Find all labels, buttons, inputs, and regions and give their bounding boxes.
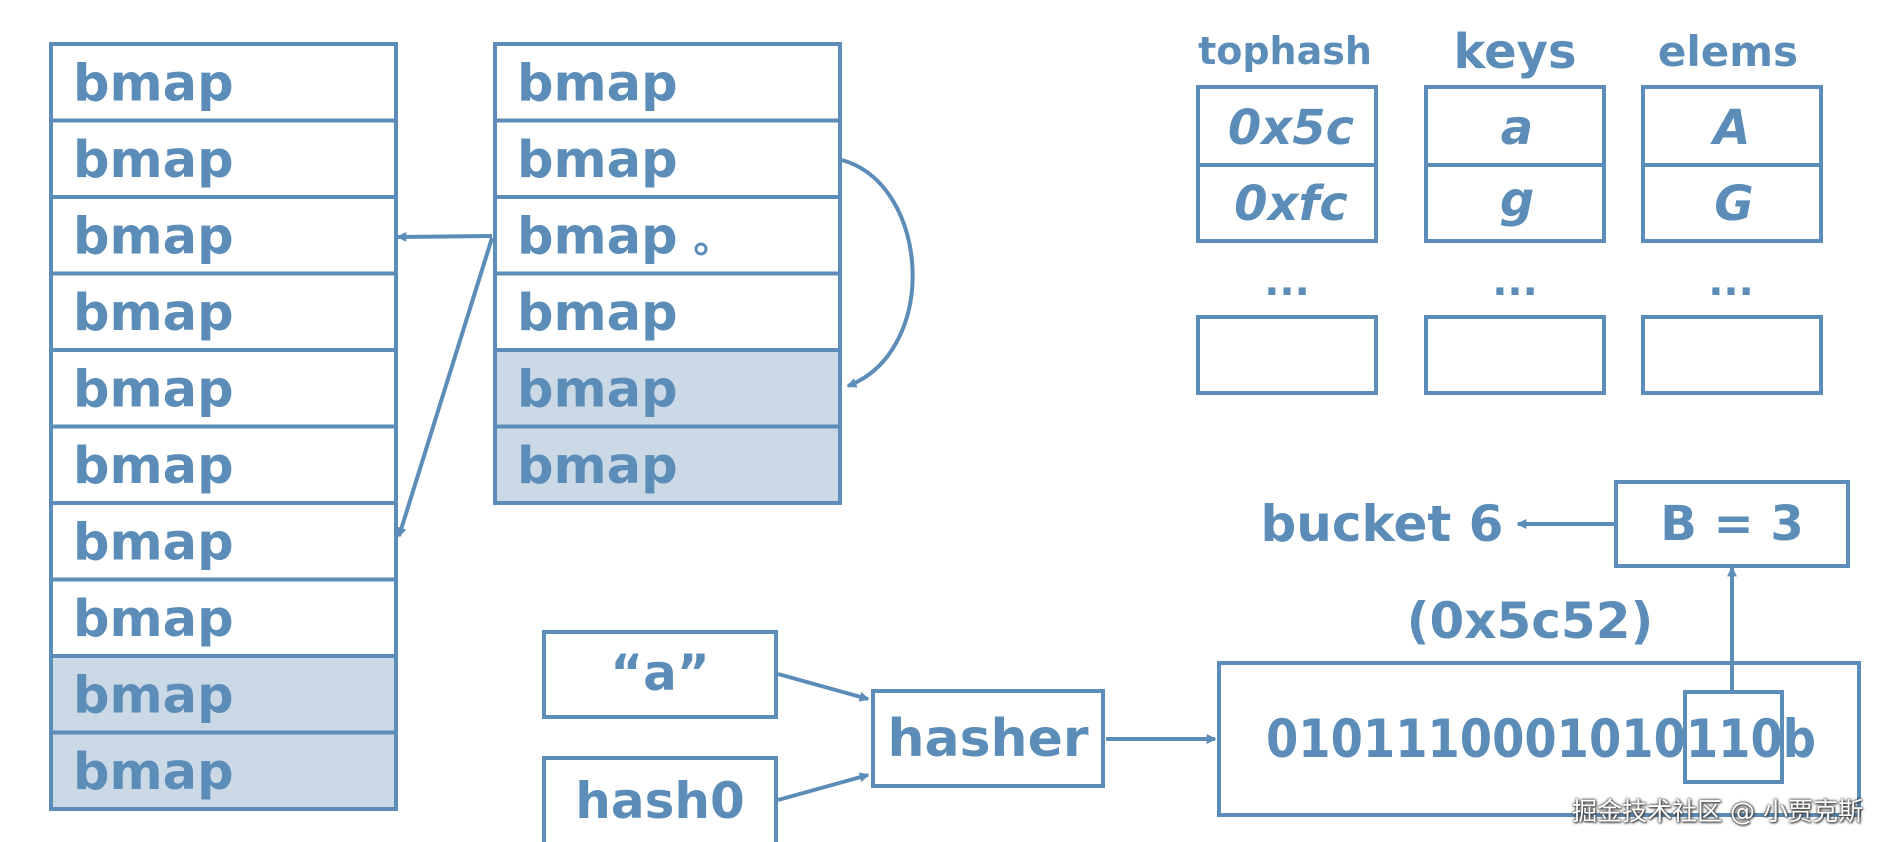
hasher-label: hasher: [888, 709, 1089, 769]
b-value-box: [1614, 480, 1850, 568]
old-bucket-3: [49, 271, 398, 352]
old-bucket-label: bmap: [73, 437, 234, 496]
old-bucket-9: [49, 730, 398, 811]
old-bucket-label: bmap: [73, 743, 234, 802]
arrow-key-to-hasher: [777, 672, 870, 702]
old-bucket-label: bmap: [73, 207, 234, 266]
new-bucket-array: bmap bmap bmap bmap bmap bmap: [493, 42, 842, 505]
elems-ellipsis: ...: [1708, 259, 1754, 305]
tophash-cell: [1196, 85, 1378, 167]
elem-cell: [1641, 85, 1823, 167]
hash-value-box: [1217, 661, 1861, 817]
bucket-result-label: bucket 6: [1261, 495, 1504, 553]
b-value-label: B = 3: [1660, 496, 1804, 552]
new-bucket-label: bmap: [517, 131, 678, 190]
key-cell: [1424, 163, 1606, 243]
elem-value: G: [1714, 176, 1753, 232]
elem-empty-cell: [1641, 315, 1823, 395]
hash-computation: “a” hash0 hasher 0101110001010110b (0x5c…: [542, 480, 1861, 842]
hash-seed-box: [542, 756, 778, 842]
old-bucket-array: bmap bmap bmap bmap bmap bmap bmap bmap bmap bmap: [49, 42, 398, 811]
arrow-to-left-bucket-6: [396, 237, 494, 538]
hash-hex-value: (0x5c52): [1407, 592, 1654, 650]
key-input-box: [542, 630, 778, 719]
arrow-seed-to-hasher: [777, 772, 870, 802]
old-bucket-label: bmap: [73, 590, 234, 649]
old-bucket-5: [49, 424, 398, 505]
key-input-label: “a”: [610, 644, 709, 702]
watermark: 掘金技术社区 @ 小贾克斯: [1572, 797, 1863, 826]
old-bucket-label: bmap: [73, 513, 234, 572]
old-bucket-label: bmap: [73, 360, 234, 419]
key-empty-cell: [1424, 315, 1606, 395]
hash-binary-value: 0101110001010110b: [1266, 709, 1816, 770]
old-bucket-1: [49, 118, 398, 199]
old-bucket-label: bmap: [73, 54, 234, 113]
elem-cell: [1641, 163, 1823, 243]
arrow-to-left-bucket-2: [396, 231, 493, 242]
tophash-cell: [1196, 163, 1378, 243]
table-header-tophash: tophash: [1198, 29, 1372, 73]
new-bucket-label: bmap: [517, 284, 678, 343]
key-value: g: [1500, 172, 1534, 228]
new-bucket-label: bmap: [517, 207, 678, 266]
new-bucket-3: [493, 271, 842, 352]
tophash-value: 0xfc: [1234, 176, 1348, 232]
hasher-box: [871, 689, 1105, 788]
key-value: a: [1501, 100, 1533, 156]
evacuation-arrows: [396, 158, 915, 538]
table-header-elems: elems: [1658, 27, 1798, 76]
old-bucket-0: [49, 42, 398, 123]
new-bucket-label: bmap: [517, 360, 678, 419]
old-bucket-label: bmap: [73, 131, 234, 190]
tophash-value: 0x5c: [1228, 100, 1354, 156]
keys-ellipsis: ...: [1492, 259, 1538, 305]
old-bucket-7: [49, 577, 398, 658]
hash-seed-label: hash0: [575, 772, 744, 830]
key-cell: [1424, 85, 1606, 167]
tophash-empty-cell: [1196, 315, 1378, 395]
elem-value: A: [1709, 100, 1750, 156]
new-bucket-1: [493, 118, 842, 199]
old-bucket-label: bmap: [73, 666, 234, 725]
table-header-keys: keys: [1453, 24, 1576, 80]
old-bucket-label: bmap: [73, 284, 234, 343]
new-bucket-label: bmap: [517, 437, 678, 496]
new-bucket-5: [493, 424, 842, 505]
cursor-dot: [694, 242, 708, 256]
bucket-table: tophash keys elems 0x5c 0xfc ... a g ...…: [1196, 24, 1823, 395]
new-bucket-label: bmap: [517, 54, 678, 113]
overflow-curve-arrow: [841, 158, 915, 388]
tophash-ellipsis: ...: [1264, 259, 1310, 305]
new-bucket-0: [493, 42, 842, 123]
